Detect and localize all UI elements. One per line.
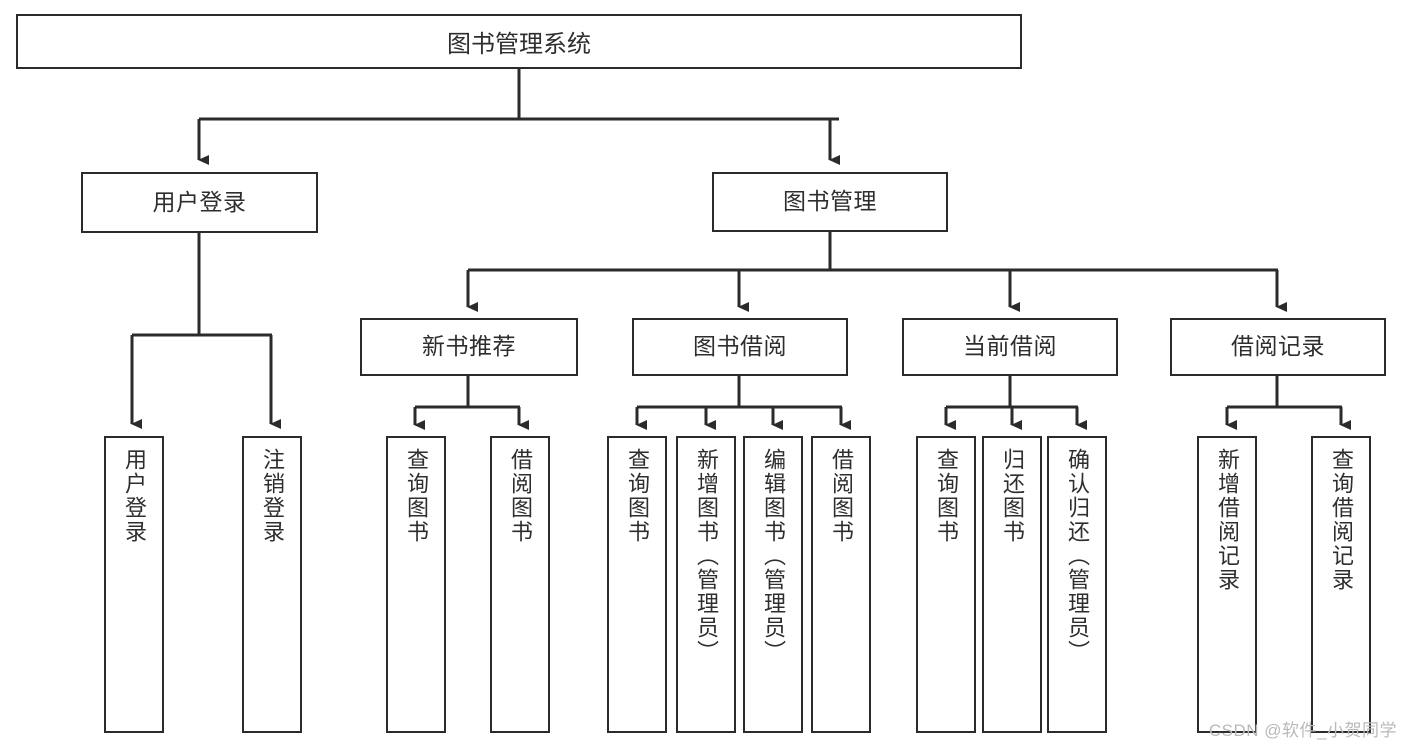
node-borrow-record[interactable]: 借阅记录 [1170, 318, 1386, 376]
leaf-user-login-label: 用户登录 [122, 448, 147, 544]
leaf-add-record-label: 新增借阅记录 [1215, 448, 1240, 592]
leaf-confirm-return-label: 确认归还（管理员） [1065, 448, 1090, 664]
node-user-login[interactable]: 用户登录 [81, 172, 318, 233]
leaf-add-book[interactable]: 新增图书（管理员） [676, 436, 736, 733]
leaf-edit-book[interactable]: 编辑图书（管理员） [743, 436, 803, 733]
leaf-logout-login-label: 注销登录 [260, 448, 285, 544]
leaf-query-record-label: 查询借阅记录 [1329, 448, 1354, 592]
leaf-return-book[interactable]: 归还图书 [982, 436, 1042, 733]
leaf-borrow-book-1[interactable]: 借阅图书 [490, 436, 550, 733]
leaf-return-book-label: 归还图书 [1000, 448, 1025, 544]
node-root-label: 图书管理系统 [447, 31, 591, 58]
watermark: CSDN @软件_小贺同学 [1208, 721, 1397, 740]
node-current-borrow[interactable]: 当前借阅 [902, 318, 1118, 376]
node-user-login-label: 用户登录 [152, 188, 247, 215]
leaf-edit-book-label: 编辑图书（管理员） [761, 448, 786, 664]
leaf-query-book-3-label: 查询图书 [934, 448, 959, 544]
node-new-book-recommend[interactable]: 新书推荐 [360, 318, 578, 376]
leaf-borrow-book-2[interactable]: 借阅图书 [811, 436, 871, 733]
leaf-confirm-return[interactable]: 确认归还（管理员） [1047, 436, 1107, 733]
node-book-borrow-label: 图书借阅 [693, 333, 787, 360]
leaf-query-book-3[interactable]: 查询图书 [916, 436, 976, 733]
leaf-borrow-book-2-label: 借阅图书 [829, 448, 854, 544]
leaf-query-record[interactable]: 查询借阅记录 [1311, 436, 1371, 733]
node-book-borrow[interactable]: 图书借阅 [632, 318, 848, 376]
node-book-manage[interactable]: 图书管理 [712, 172, 948, 232]
node-borrow-record-label: 借阅记录 [1231, 333, 1325, 360]
leaf-query-book-1-label: 查询图书 [404, 448, 429, 544]
leaf-query-book-2[interactable]: 查询图书 [607, 436, 667, 733]
leaf-logout-login[interactable]: 注销登录 [242, 436, 302, 733]
leaf-user-login[interactable]: 用户登录 [104, 436, 164, 733]
node-book-manage-label: 图书管理 [783, 188, 877, 215]
leaf-query-book-1[interactable]: 查询图书 [386, 436, 446, 733]
node-current-borrow-label: 当前借阅 [963, 333, 1057, 360]
node-root[interactable]: 图书管理系统 [16, 14, 1022, 69]
leaf-add-book-label: 新增图书（管理员） [694, 448, 719, 664]
leaf-add-record[interactable]: 新增借阅记录 [1197, 436, 1257, 733]
node-new-book-recommend-label: 新书推荐 [422, 333, 516, 360]
leaf-query-book-2-label: 查询图书 [625, 448, 650, 544]
leaf-borrow-book-1-label: 借阅图书 [508, 448, 533, 544]
